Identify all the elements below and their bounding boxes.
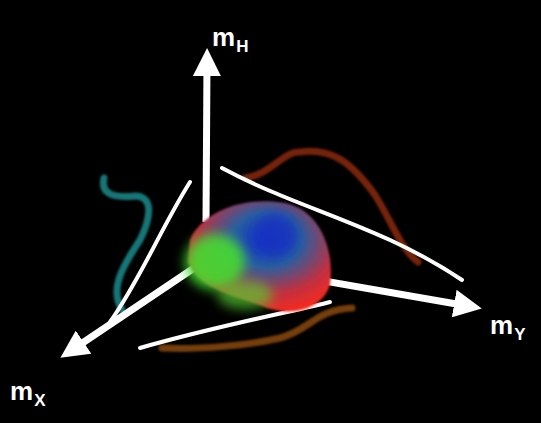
axis-h: [206, 62, 207, 222]
teal-curve: [103, 178, 148, 310]
axis-label: m: [490, 312, 513, 338]
distribution-blob: [185, 201, 331, 311]
axis-subscript: H: [236, 38, 248, 55]
axis-subscript: Y: [514, 326, 525, 343]
orange-curve: [162, 308, 352, 348]
axis-x: [72, 260, 206, 350]
axis-subscript: X: [34, 392, 45, 409]
axis-label: m: [212, 24, 235, 50]
axis-label: m: [10, 378, 33, 404]
